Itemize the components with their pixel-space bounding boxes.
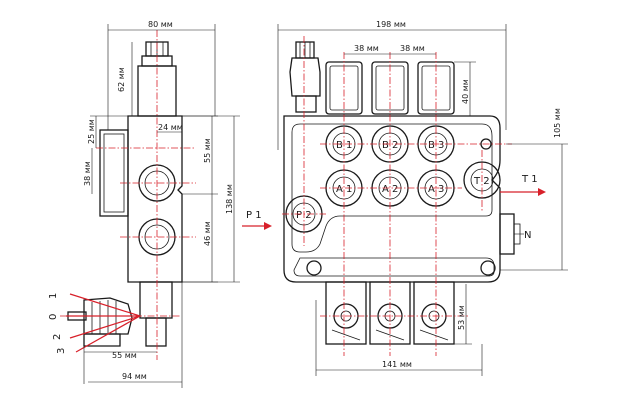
dim-46: 46 мм [203,221,212,246]
dim-80: 80 мм [148,20,173,29]
side-body [127,115,183,283]
n-plug [499,213,515,255]
dim-55-side: 55 мм [203,138,212,163]
label-p1: P 1 [246,210,262,221]
port-a2: A 2 [371,169,409,207]
mount-hole-left [306,260,322,276]
label-t1: T 1 [521,174,538,185]
dim-38-side: 38 мм [83,161,92,186]
dim-94: 94 мм [122,372,147,381]
lever-pos-0: 0 [48,314,59,320]
dim-105: 105 мм [553,108,562,138]
mount-hole-right [480,260,496,276]
dim-55-handle: 55 мм [112,351,137,360]
side-spool-housing [139,281,173,319]
side-flange [99,129,129,217]
dim-24: 24 мм [158,123,183,132]
spool-end-1 [325,281,367,345]
dim-38-a: 38 мм [354,44,379,53]
relief-valve-body [289,57,321,97]
dim-62: 62 мм [117,67,126,92]
dim-40: 40 мм [461,79,470,104]
dim-138: 138 мм [225,184,234,214]
mount-hole-top [480,138,492,150]
lever-pos-3: 3 [56,348,67,354]
svg-text:T 2: T 2 [473,176,490,187]
lever-pos-2: 2 [52,334,63,340]
valve-body [283,115,501,283]
dim-25: 25 мм [87,119,96,144]
lever-pos-1: 1 [48,293,59,299]
side-view: 1 0 2 3 80 мм 62 мм 25 мм 24 мм 38 мм 55… [48,20,240,388]
label-n: N [524,230,531,241]
spool-end-3 [413,281,455,345]
port-a1: A 1 [325,169,363,207]
front-view: B 1 B 2 B 3 A 1 A 2 A 3 [242,20,568,376]
dim-38-b: 38 мм [400,44,425,53]
dim-198: 198 мм [376,20,406,29]
dim-141: 141 мм [382,360,412,369]
dim-53: 53 мм [457,305,466,330]
